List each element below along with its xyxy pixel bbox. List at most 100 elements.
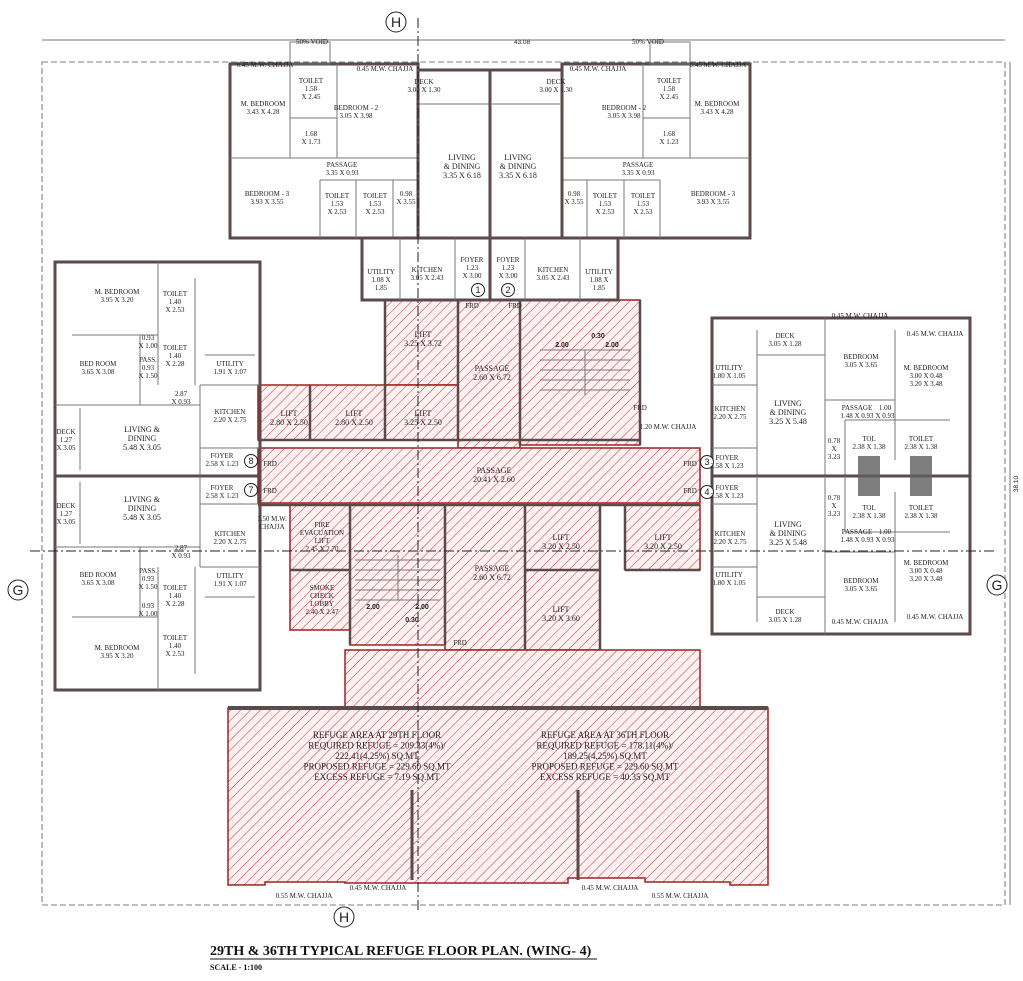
room-m-bedroom-line: 3.20 X 3.48 (909, 575, 943, 583)
room-toilet-line: 1.53 (599, 200, 612, 208)
room-toilet-line: TOILET (909, 504, 934, 512)
chajja-label: 50% VOID (632, 38, 664, 46)
room-m-bedroom-line: M. BEDROOM (95, 644, 141, 652)
room-living-dining-line: DINING (128, 504, 157, 513)
room-bedroom-2-line: BEDROOM - 2 (334, 104, 379, 112)
smoke-check-lobby-label-line: SMOKE (310, 584, 335, 592)
drawing-scale: SCALE - 1:100 (210, 963, 262, 972)
fire-rated-door-tag: FRD (453, 639, 467, 647)
room-toilet-line: X 2.53 (165, 306, 185, 314)
room-living-dining-line: 5.48 X 3.05 (123, 513, 161, 522)
flat-number-circle (700, 455, 714, 469)
room-toilet-line: 1.58 (663, 85, 676, 93)
room-deck-line: DECK (775, 608, 794, 616)
room-bedroom-line: BED ROOM (80, 360, 118, 368)
room-bedroom-line: BED ROOM (80, 571, 118, 579)
stair-dimensions-bottom: 2.00 0.30 2.00 (366, 604, 429, 624)
room-deck-line: 1.27 (60, 510, 73, 518)
fire-rated-door-tag: FRD (683, 460, 697, 468)
svg-text:G: G (13, 582, 24, 598)
room-kitchen-line: 3.05 X 2.43 (536, 274, 570, 282)
room-passage-line: PASSAGE (842, 528, 872, 536)
fire-evacuation-lift-label-line: LIFT (315, 537, 331, 545)
room-passage-line: 3.35 X 0.93 (325, 169, 359, 177)
chajja-label-line: 1.50 M.W. (257, 515, 287, 523)
room-passage-line: 3.35 X 0.93 (621, 169, 655, 177)
room-toilet-line: TOILET (163, 634, 188, 642)
room-niche-line: X (831, 502, 836, 510)
refuge-29th-note-line: PROPOSED REFUGE = 229.60 SQ.MT (303, 762, 451, 772)
overall-width: 43.08 (514, 39, 531, 46)
room-passage-line: X 0.93 (171, 552, 191, 560)
room-passage-line: PASSAGE (842, 404, 872, 412)
chajja-label-line: 1.20 M.W. CHAJJA (640, 423, 697, 431)
room-deck-line: X 3.05 (56, 518, 76, 526)
room-bedroom-line: 3.65 X 3.08 (81, 579, 115, 587)
room-toilet-line: 2.38 X 1.38 (904, 443, 938, 451)
room-niche-line: 0.98 (400, 190, 413, 198)
chajja-label: 0.45 M.W. CHAJJA (907, 330, 964, 338)
lift-label-line: LIFT (346, 409, 363, 418)
chajja-label: 0.45 M.W. CHAJJA (357, 65, 414, 73)
refuge-29th-note-line: REQUIRED REFUGE = 209.33(4%)/ (308, 741, 446, 751)
stair-dimension: 2.00 (415, 604, 429, 611)
room-toilet-line: TOL (862, 504, 875, 512)
flat-number-circle (501, 283, 515, 297)
room-passage-line: X 1.00 (138, 610, 158, 618)
flat-number-circle (471, 283, 485, 297)
room-m-bedroom-line: 3.95 X 3.20 (100, 652, 134, 660)
room-toilet-line: TOILET (163, 344, 188, 352)
flat-number: 1 (475, 285, 480, 295)
room-foyer-line: FOYER (716, 454, 739, 462)
room-passage-line: 0.93 (142, 364, 155, 372)
room-living-dining-line: LIVING & (124, 495, 161, 504)
room-bedroom-2-line: 3.05 X 3.98 (339, 112, 373, 120)
flat-number: 3 (704, 457, 709, 467)
refuge-area (227, 707, 769, 886)
lift-label-line: LIFT (281, 409, 298, 418)
section-marker-g-right: G (986, 574, 1008, 596)
room-toilet-line: 1.53 (331, 200, 344, 208)
room-deck-line: DECK (56, 428, 75, 436)
room-foyer-line: FOYER (211, 484, 234, 492)
room-passage-line: PASSAGE (327, 161, 357, 169)
refuge-29th-note-line: REFUGE AREA AT 29TH FLOOR (313, 730, 441, 740)
room-kitchen-line: 2.20 X 2.75 (213, 538, 247, 546)
lift-label-line: 3.25 X 3.72 (404, 339, 442, 348)
fire-rated-door-tag: FRD (508, 302, 522, 310)
lift-label-line: LIFT (415, 409, 432, 418)
room-toilet-line: TOILET (631, 192, 656, 200)
smoke-check-lobby-label-line: LOBBY (310, 600, 334, 608)
room-passage-line: 2.87 (175, 544, 188, 552)
room-utility-line: UTILITY (715, 364, 743, 372)
room-living-dining-line: & DINING (770, 408, 807, 417)
room-niche-line: 0.78 (828, 437, 841, 445)
flat-number: 4 (704, 487, 709, 497)
room-living-dining-line: LIVING & (124, 425, 161, 434)
room-passage-line: X 1.00 (138, 342, 158, 350)
